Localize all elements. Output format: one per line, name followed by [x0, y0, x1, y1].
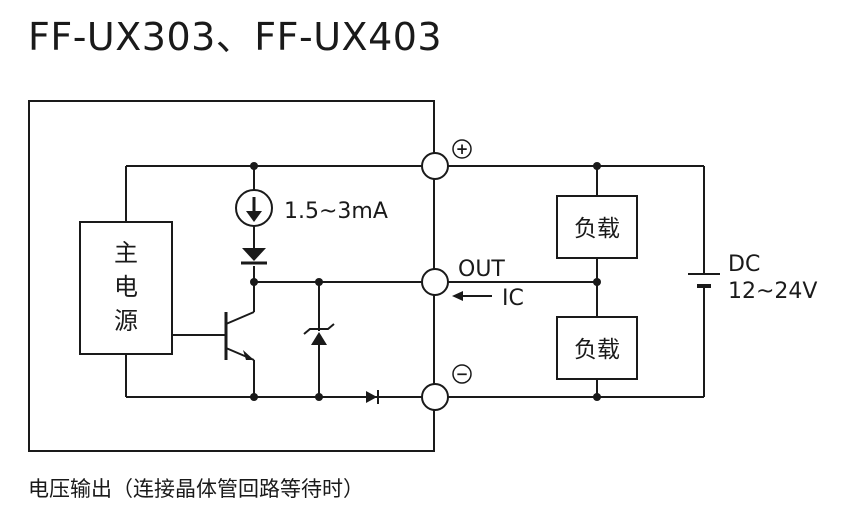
zener-diode-symbol [303, 323, 335, 345]
load-label-bottom: 负载 [574, 337, 620, 363]
page-title: FF-UX303、FF-UX403 [28, 15, 443, 59]
dc-label: DC [728, 252, 760, 277]
plus-mark-ring [452, 139, 472, 159]
protection-diode-symbol [366, 390, 379, 404]
transistor-collector [225, 311, 255, 325]
main-power-label-1: 主 [114, 239, 138, 267]
terminal-plus [421, 152, 449, 180]
diode-symbol [241, 248, 267, 265]
minus-mark-ring [452, 364, 472, 384]
diagram-caption: 电压输出（连接晶体管回路等待时） [28, 477, 364, 501]
terminal-minus [421, 383, 449, 411]
junction-dots [250, 162, 601, 401]
main-power-label-3: 源 [114, 307, 138, 335]
current-label: 1.5~3mA [284, 199, 388, 224]
battery-symbol [688, 273, 720, 288]
out-label: OUT [458, 257, 505, 282]
terminal-out [421, 268, 449, 296]
plus-symbol: + [456, 140, 469, 158]
transistor-arrow [243, 350, 254, 360]
main-power-label-2: 电 [114, 273, 138, 301]
minus-symbol: − [456, 365, 469, 383]
ic-arrow-icon [452, 291, 492, 301]
voltage-label: 12~24V [728, 279, 817, 304]
ic-label: IC [502, 286, 524, 311]
down-arrow-icon [246, 197, 262, 222]
load-label-top: 负载 [574, 216, 620, 242]
